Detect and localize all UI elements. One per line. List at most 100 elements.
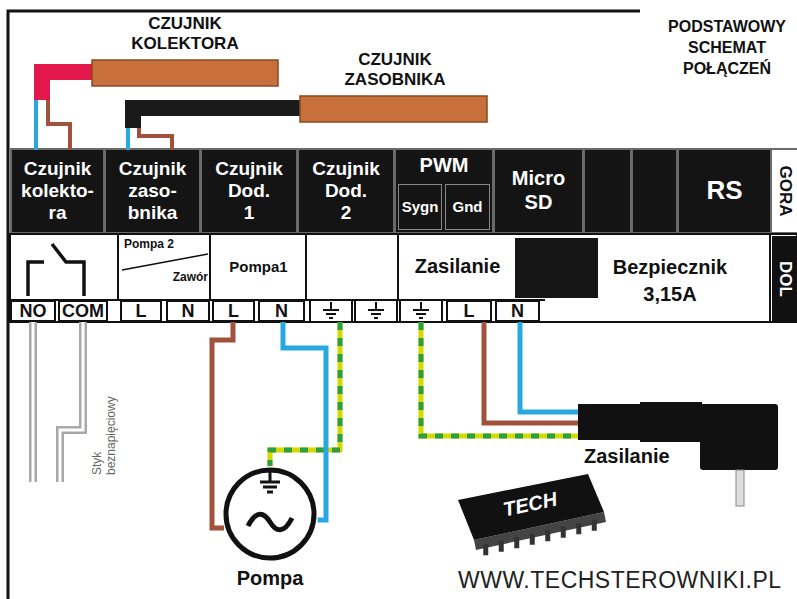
node-label: Czujnik zaso- bnika [106, 158, 199, 224]
black-patch [515, 238, 598, 298]
earth-wire-stripe [270, 322, 578, 466]
node-label: Pompa1 [212, 258, 305, 276]
node-label: Pompa [210, 566, 330, 590]
pump-outline [222, 466, 318, 562]
chip-pins [486, 520, 595, 556]
pump-circle [226, 470, 314, 558]
terminal: NO [10, 300, 56, 322]
chip-pin [483, 544, 488, 555]
node-label: Sygn [399, 198, 441, 216]
input-cell: Czujnik Dod. 1 [202, 150, 296, 232]
node-label: L [448, 302, 490, 320]
terminal: L [212, 300, 255, 322]
sensor-cable [42, 72, 96, 100]
node-label: L [122, 302, 160, 320]
node-label: TECH [469, 480, 591, 528]
sensor-probe-body [300, 96, 487, 122]
node-label: NO [12, 302, 54, 320]
input-cell: Czujnik Dod. 2 [299, 150, 393, 232]
chip-pin [499, 541, 504, 552]
plug-cable [640, 402, 702, 442]
wire-connector [484, 322, 578, 423]
terminal: COM [58, 300, 108, 322]
wire-connector [36, 100, 70, 150]
chip-body [458, 474, 604, 540]
input-cell: Czujnik zaso- bnika [106, 150, 199, 232]
node-label: Zasilanie [400, 254, 515, 278]
contact-note: Styk beznapięciowy [90, 375, 118, 475]
input-cell: Czujnik kolekto- ra [12, 150, 103, 232]
top-terminal-band [10, 148, 797, 234]
pwm-cell: PWM Sygn Gnd [396, 150, 492, 232]
node-label: N [497, 302, 538, 320]
diagram-title: PODSTAWOWY SCHEMAT POŁĄCZEŃ [660, 16, 794, 79]
wire-connector [128, 128, 172, 150]
supply-cell: Zasilanie [400, 236, 515, 296]
ground-terminal [310, 300, 442, 322]
plug-cable [578, 404, 642, 440]
node-label: CZUJNIK ZASOBNIKA [320, 50, 470, 90]
node-label: RS [679, 175, 770, 205]
card-slot-cell: Micro SD [495, 150, 582, 232]
earth-wire [270, 322, 578, 466]
terminal: N [258, 300, 305, 322]
node-label: GORA [775, 149, 795, 233]
side-label: GORA [772, 150, 797, 232]
plug-pin [736, 470, 744, 506]
power-plug: Zasilanie [578, 400, 780, 510]
pump-symbol: Pompa [222, 466, 318, 562]
terminal: N [166, 300, 210, 322]
sensor-probe-body [92, 60, 278, 86]
wire-connector [520, 322, 578, 412]
website-label: WWW.TECHSTEROWNIKI.PL [458, 566, 788, 594]
empty-cell [585, 150, 630, 232]
fuse-cell: Bezpiecznik 3,15A [580, 236, 760, 316]
relay-contact-symbol [28, 244, 84, 296]
sensor-probe: CZUJNIK ZASOBNIKA [120, 50, 490, 128]
ground-symbol [260, 469, 280, 492]
node-label: N [260, 302, 303, 320]
wire [34, 100, 38, 150]
pwm-pin: Sygn [398, 184, 442, 230]
chip-pin [514, 537, 519, 548]
chip-pin [545, 530, 550, 541]
empty-cell [633, 150, 676, 232]
port-cell: RS [679, 150, 770, 232]
node-label: Zasilanie [584, 444, 694, 468]
node-label: CZUJNIK KOLEKTORA [90, 14, 280, 54]
node-label: Czujnik kolekto- ra [12, 158, 103, 224]
side-label: DOL [772, 236, 797, 322]
wire [520, 322, 578, 412]
chip-logo: TECH [470, 484, 590, 524]
chip-pin [561, 527, 566, 538]
node-label: DOL [775, 236, 795, 322]
node-label: L [214, 302, 253, 320]
diagonal-divider [122, 254, 208, 270]
node-label: COM [60, 302, 106, 320]
ac-symbol [248, 514, 292, 530]
bottom-terminal-band [10, 234, 797, 322]
output-cell: Pompa1 [212, 236, 305, 296]
plug-body [700, 404, 778, 470]
node-label: N [168, 302, 208, 320]
node-label: Zawór [160, 270, 208, 285]
sensor-cable [133, 108, 302, 128]
output-cell: Pompa 2 Zawór [120, 236, 210, 290]
chip-pin [576, 523, 581, 534]
sensor-probe: CZUJNIK KOLEKTORA [30, 14, 285, 100]
wire [139, 128, 172, 150]
contact-wire-core [33, 322, 83, 482]
contact-wire [33, 322, 83, 482]
chip-pin [592, 520, 597, 531]
node-label: Czujnik Dod. 1 [202, 158, 296, 224]
node-label: Pompa 2 [124, 237, 194, 252]
ground-symbol [323, 302, 429, 318]
terminal: N [495, 300, 540, 322]
terminal: L [446, 300, 492, 322]
band-divider [10, 234, 770, 322]
chip-pin [530, 534, 535, 545]
node-label: Gnd [446, 198, 489, 216]
node-label: PWM [396, 153, 492, 177]
node-label: Micro SD [495, 166, 582, 214]
